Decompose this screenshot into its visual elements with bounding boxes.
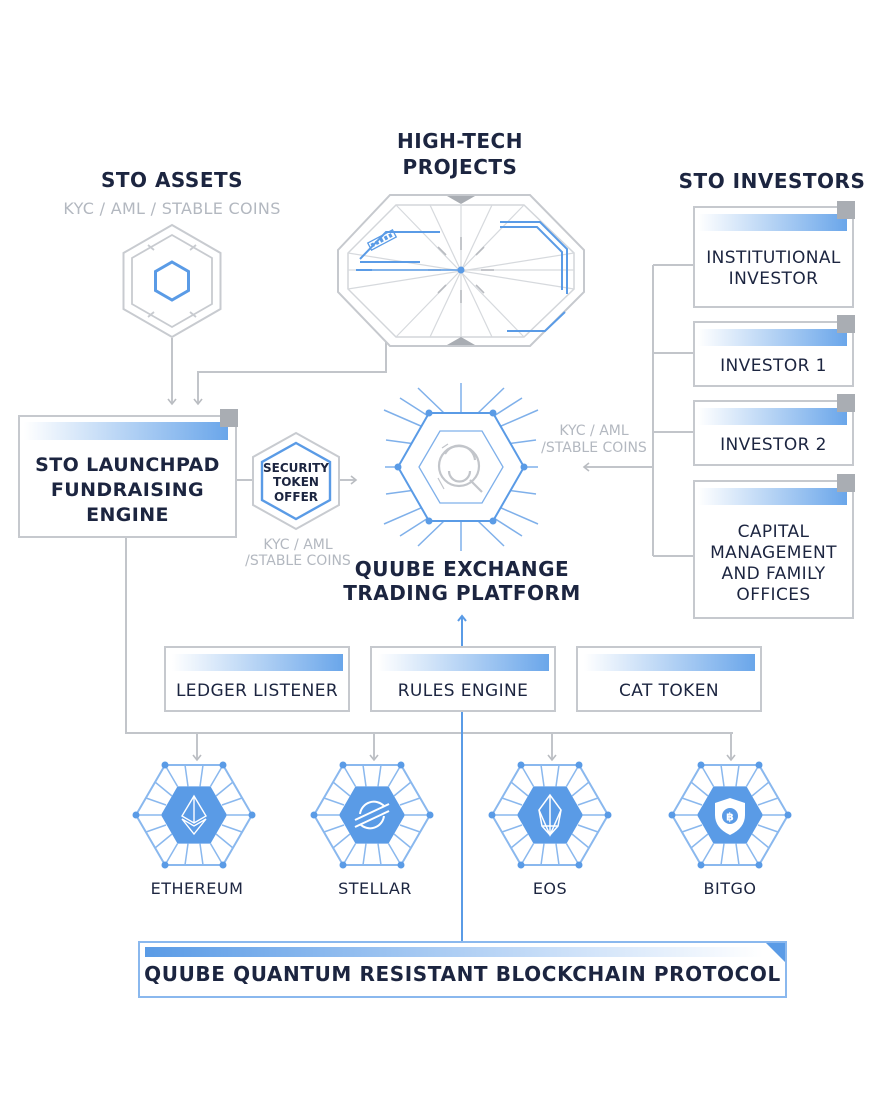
chain-ethereum-hexagon bbox=[131, 760, 257, 870]
launchpad-title-line1: STO LAUNCHPAD bbox=[35, 454, 220, 476]
kyc-right-line2: /STABLE COINS bbox=[541, 440, 647, 456]
chain-eos-label: EOS bbox=[532, 879, 568, 898]
eos-icon bbox=[538, 793, 562, 837]
sto-assets-subtitle: KYC / AML / STABLE COINS bbox=[63, 199, 281, 218]
high-tech-title-line2: PROJECTS bbox=[402, 155, 518, 179]
connector-lines bbox=[125, 264, 736, 762]
investor-2-label: INVESTOR 2 bbox=[720, 435, 827, 455]
security-token-hexagon bbox=[252, 431, 340, 531]
launchpad-title-line2: FUNDRAISING bbox=[50, 479, 205, 501]
exchange-title-line2: TRADING PLATFORM bbox=[343, 581, 581, 605]
stellar-icon bbox=[354, 800, 390, 830]
security-token-line1: SECURITY bbox=[263, 461, 329, 475]
module-header-bars bbox=[172, 654, 755, 671]
chain-ethereum-label: ETHEREUM bbox=[150, 879, 244, 898]
module-cat-token: CAT TOKEN bbox=[619, 681, 719, 701]
exchange-title-line1: QUUBE EXCHANGE bbox=[354, 557, 570, 581]
kyc-right-line1: KYC / AML bbox=[559, 423, 629, 439]
launchpad-box bbox=[18, 409, 238, 538]
svg-text:฿: ฿ bbox=[726, 811, 734, 824]
protocol-box bbox=[138, 941, 787, 998]
security-token-line3: OFFER bbox=[273, 490, 319, 504]
investor-capital-line3: AND FAMILY bbox=[721, 564, 826, 584]
investor-1-label: INVESTOR 1 bbox=[720, 356, 827, 376]
exchange-graphic bbox=[383, 383, 539, 551]
protocol-label: QUUBE QUANTUM RESISTANT BLOCKCHAIN PROTO… bbox=[144, 962, 781, 986]
sto-assets-hexagon bbox=[122, 223, 222, 339]
chain-stellar-hexagon bbox=[309, 760, 435, 870]
chain-eos-hexagon bbox=[487, 760, 613, 870]
high-tech-title-line1: HIGH-TECH bbox=[397, 129, 523, 153]
chain-bitgo-hexagon: ฿ bbox=[667, 760, 793, 870]
chain-stellar-label: STELLAR bbox=[338, 879, 412, 898]
sto-assets-title: STO ASSETS bbox=[100, 168, 244, 192]
module-ledger-listener: LEDGER LISTENER bbox=[175, 681, 339, 701]
bitgo-icon: ฿ bbox=[715, 798, 745, 835]
kyc-left-line2: /STABLE COINS bbox=[245, 553, 351, 569]
high-tech-projects-graphic bbox=[337, 194, 585, 347]
investor-institutional-line1: INSTITUTIONAL bbox=[706, 248, 841, 268]
investor-capital-line4: OFFICES bbox=[736, 585, 811, 605]
investor-header-bars bbox=[698, 214, 847, 505]
investor-institutional-line2: INVESTOR bbox=[728, 269, 819, 289]
ethereum-icon bbox=[181, 794, 207, 836]
sto-investors-title: STO INVESTORS bbox=[678, 169, 866, 193]
module-rules-engine: RULES ENGINE bbox=[397, 681, 529, 701]
security-token-line2: TOKEN bbox=[273, 475, 319, 489]
investor-corner-tabs bbox=[837, 201, 855, 492]
investor-capital-line2: MANAGEMENT bbox=[710, 543, 837, 563]
launchpad-title-line3: ENGINE bbox=[86, 504, 169, 526]
kyc-left-line1: KYC / AML bbox=[263, 537, 333, 553]
investor-capital-line1: CAPITAL bbox=[737, 522, 810, 542]
chain-bitgo-label: BITGO bbox=[703, 879, 757, 898]
